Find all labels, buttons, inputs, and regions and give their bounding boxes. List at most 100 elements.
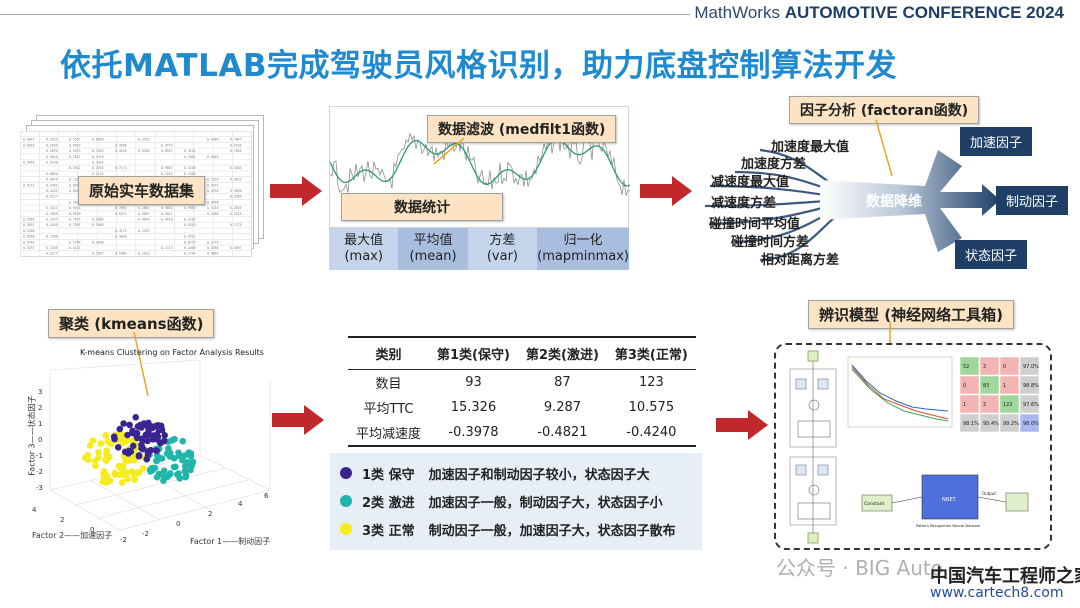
svg-text:0.7092: 0.7092 — [115, 206, 127, 210]
scatter-point — [182, 471, 190, 479]
svg-text:0.5697: 0.5697 — [230, 246, 242, 250]
factor-funnel: 数据降维 — [704, 148, 1000, 262]
svg-text:0.2125: 0.2125 — [92, 172, 104, 176]
scatter-point — [155, 426, 163, 434]
svg-text:0.7173: 0.7173 — [115, 166, 127, 170]
svg-text:0.3912: 0.3912 — [69, 166, 81, 170]
sim-caption: Pattern Recognition Neural Network — [916, 524, 981, 528]
factor-tag: 因子分析 (factoran函数) — [789, 96, 980, 124]
table-cell: 93 — [465, 375, 482, 390]
svg-text:0.9372: 0.9372 — [207, 183, 219, 187]
confusion-cell: 0 — [963, 383, 966, 389]
scatter-point — [123, 437, 130, 444]
svg-text:0.2409: 0.2409 — [184, 246, 196, 250]
svg-text:0.1783: 0.1783 — [69, 240, 81, 244]
svg-text:0.4996: 0.4996 — [207, 200, 219, 204]
svg-text:0.1336: 0.1336 — [69, 178, 81, 182]
cluster-scatter-plot: 3 2 1 0 -1 -2 -3 4 2 0 -2 -2 0 2 4 6 — [32, 360, 271, 544]
z-tick: 2 — [38, 404, 42, 412]
svg-text:0.1247: 0.1247 — [46, 218, 58, 222]
svg-text:0.2655: 0.2655 — [230, 206, 242, 210]
svg-text:0.4105: 0.4105 — [46, 223, 58, 227]
y-tick: 4 — [32, 506, 37, 514]
svg-text:0.4998: 0.4998 — [115, 143, 127, 147]
svg-text:0.4321: 0.4321 — [46, 206, 58, 210]
class-table-wrap: 类别 第1类(保守) 第2类(激进) 第3类(正常) 数目 93 87 123 … — [348, 336, 696, 447]
z-tick: 0 — [38, 436, 42, 444]
scatter-point — [139, 464, 147, 472]
svg-text:0.8909: 0.8909 — [92, 138, 104, 142]
svg-text:0.3834: 0.3834 — [161, 206, 173, 210]
svg-text:0.1837: 0.1837 — [92, 252, 104, 256]
svg-text:0.4510: 0.4510 — [161, 218, 173, 222]
scatter-point — [160, 477, 167, 484]
scatter-point — [129, 442, 137, 450]
svg-text:0.8472: 0.8472 — [115, 212, 127, 216]
scatter-point — [167, 449, 174, 457]
table-header: 第2类(激进) — [517, 337, 607, 370]
confusion-cell: 97.0% — [1023, 364, 1039, 370]
svg-text:0.3093: 0.3093 — [46, 149, 58, 153]
svg-text:0.4710: 0.4710 — [92, 155, 104, 159]
svg-text:0.4892: 0.4892 — [207, 252, 219, 256]
flow-arrow-1 — [270, 176, 322, 206]
scatter-point — [157, 439, 164, 447]
svg-text:0.5831: 0.5831 — [23, 223, 35, 227]
factor-input-5: 碰撞时间平均值 — [709, 217, 801, 232]
scatter-point — [153, 473, 161, 481]
brand: MathWorks — [694, 3, 780, 22]
scatter-point — [121, 448, 129, 456]
funnel-center-label: 数据降维 — [866, 193, 922, 210]
scatter-point — [95, 448, 102, 456]
table-header: 类别 — [348, 337, 430, 370]
svg-text:0.4400: 0.4400 — [92, 240, 104, 244]
scatter-point — [120, 420, 127, 427]
table-cell: 10.575 — [628, 400, 675, 415]
table-row: 数目 93 87 123 — [348, 370, 696, 396]
legend-item-2: 2类 激进加速因子一般，制动因子大，状态因子小 — [330, 487, 702, 515]
confusion-cell: 98.8% — [1023, 383, 1039, 389]
scatter-point — [118, 479, 126, 486]
svg-text:0.7659: 0.7659 — [46, 212, 58, 216]
svg-text:0.9513: 0.9513 — [184, 223, 196, 227]
svg-text:0.1316: 0.1316 — [207, 206, 219, 210]
svg-text:0.3069: 0.3069 — [92, 223, 104, 227]
svg-text:0.3124: 0.3124 — [184, 149, 196, 153]
scatter-point — [128, 437, 136, 444]
table-cell: 平均减速度 — [356, 427, 422, 442]
filtered-signal-plot — [329, 130, 631, 196]
x-tick: 6 — [264, 492, 269, 500]
svg-text:0.4173: 0.4173 — [115, 229, 127, 233]
scatter-point — [120, 463, 127, 470]
sim-nn-block: NNET — [942, 497, 957, 503]
svg-text:0.9169: 0.9169 — [69, 212, 81, 216]
svg-text:0.4121: 0.4121 — [69, 246, 81, 250]
svg-text:0.6616: 0.6616 — [69, 183, 81, 187]
svg-text:0.9914: 0.9914 — [69, 206, 81, 210]
scatter-point — [126, 421, 133, 429]
svg-text:0.4238: 0.4238 — [184, 166, 196, 170]
scatter-point — [154, 453, 162, 461]
scatter-point — [103, 457, 110, 464]
scatter-point — [106, 477, 114, 485]
scatter-point — [92, 462, 99, 470]
svg-text:0.1219: 0.1219 — [161, 172, 173, 176]
filter-callout — [433, 137, 465, 165]
stat-norm: 归一化(mapminmax) — [537, 228, 629, 270]
svg-text:0.8775: 0.8775 — [184, 240, 196, 244]
svg-text:0.1775: 0.1775 — [230, 223, 242, 227]
scatter-point — [135, 469, 143, 476]
svg-text:0.5384: 0.5384 — [115, 252, 127, 256]
scatter-point — [144, 437, 151, 445]
conference-name: AUTOMOTIVE CONFERENCE 2024 — [784, 3, 1064, 22]
scatter-point — [142, 431, 150, 439]
confusion-cell: 2 — [983, 402, 986, 408]
x-tick: 0 — [176, 520, 180, 528]
scatter-point — [135, 453, 143, 460]
svg-text:0.2481: 0.2481 — [46, 183, 58, 187]
svg-text:0.4234: 0.4234 — [46, 189, 58, 193]
confusion-cell: 1 — [1003, 383, 1006, 389]
svg-text:0.6047: 0.6047 — [23, 138, 35, 142]
conference-title: MathWorks AUTOMOTIVE CONFERENCE 2024 — [694, 3, 1064, 23]
